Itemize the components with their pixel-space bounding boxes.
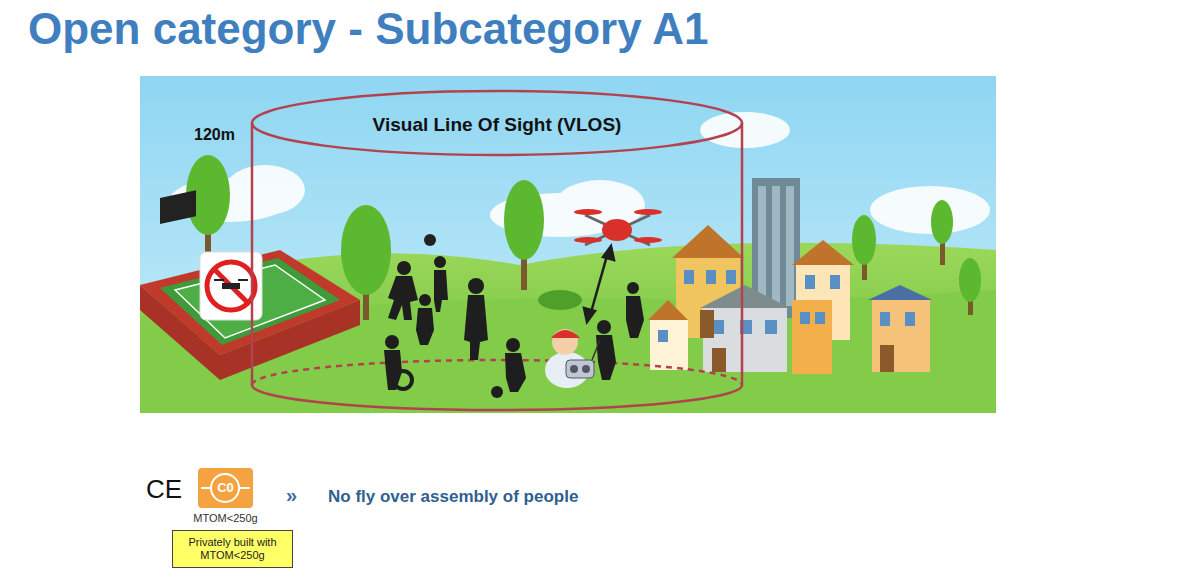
c0-badge: C0MTOM<250g: [198, 468, 253, 508]
box-text: Privately built with MTOM<250g: [177, 536, 288, 562]
privately-built-box: Privately built with MTOM<250g: [172, 530, 293, 568]
height-label: 120m: [194, 126, 235, 144]
mass-caption: MTOM<250g: [193, 512, 257, 524]
bullet-mark: »: [286, 484, 297, 507]
rule-text: No fly over assembly of people: [328, 487, 578, 507]
ce-mark: CE: [146, 474, 182, 505]
class-code: C0: [217, 480, 234, 495]
title: Open category - Subcategory A1: [28, 4, 709, 54]
vlos-label: Visual Line Of Sight (VLOS): [373, 114, 622, 136]
